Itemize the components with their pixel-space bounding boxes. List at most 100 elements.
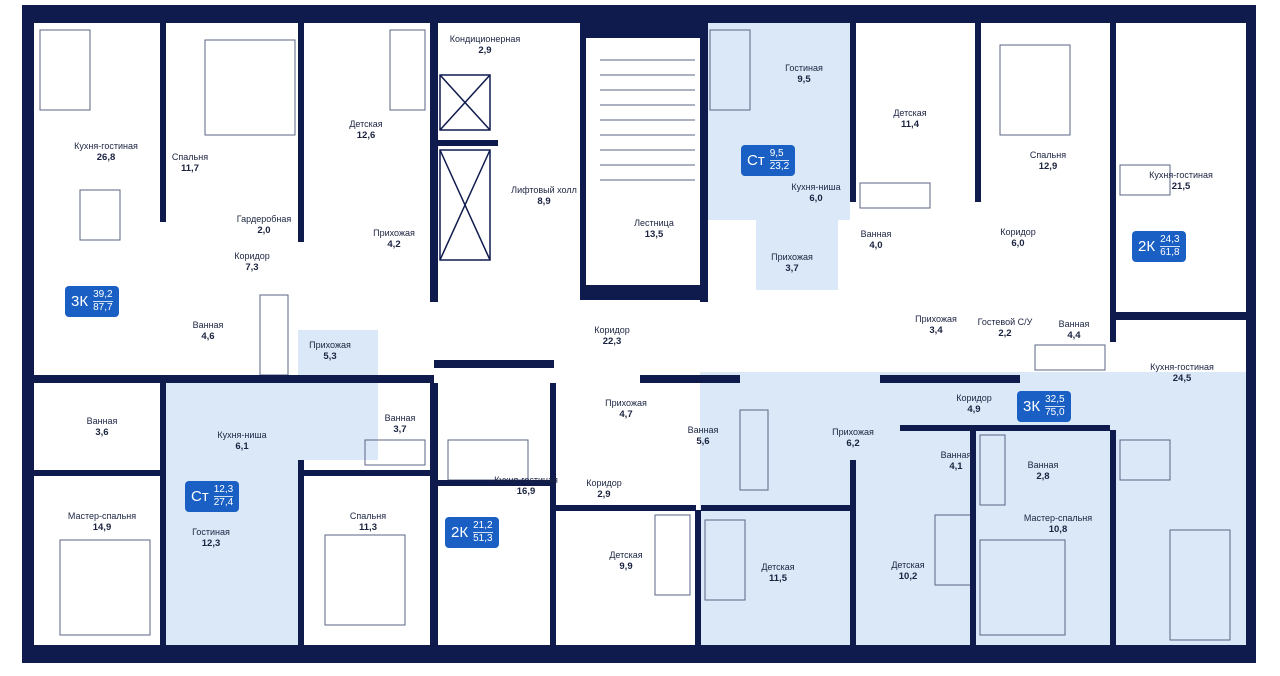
table-1	[79, 189, 121, 241]
table-4	[1119, 439, 1171, 481]
room-area: 21,5	[1171, 181, 1191, 192]
room-name: Детская	[893, 108, 927, 118]
wall-h10	[900, 425, 1110, 431]
room-name: Кухня-гостиная	[494, 475, 558, 485]
badge-total-area: 75,0	[1045, 407, 1065, 418]
room-name: Гардеробная	[236, 214, 292, 224]
wall-v4	[580, 22, 586, 300]
bed-7	[1169, 529, 1231, 641]
room-name: Лестница	[634, 218, 674, 228]
room-area: 4,1	[949, 461, 963, 472]
wall-h1	[34, 375, 184, 383]
room-name: Прихожая	[915, 314, 957, 324]
room-name: Детская	[761, 562, 795, 572]
room-area: 4,4	[1067, 330, 1081, 341]
bed-10	[654, 514, 691, 596]
furniture	[39, 29, 1231, 641]
badge-total-area: 51,3	[473, 533, 493, 544]
outer-wall-left	[22, 5, 34, 663]
room-name: Ванная	[1058, 319, 1090, 329]
room-area: 2,8	[1036, 471, 1050, 482]
room-name: Гостиная	[192, 527, 230, 537]
table-2	[1119, 164, 1171, 196]
wall-v3	[430, 22, 438, 302]
elevator-2-cross	[439, 149, 491, 261]
room-name: Спальня	[349, 511, 387, 521]
wall-h9	[701, 505, 851, 511]
bed-3	[999, 44, 1071, 136]
room-name: Гостиная	[785, 63, 823, 73]
outer-wall-bottom	[22, 645, 1256, 663]
room-name: Детская	[891, 560, 925, 570]
room-area: 10,2	[898, 571, 918, 582]
room-area: 8,9	[537, 196, 551, 207]
room-area: 6,1	[235, 441, 249, 452]
room-name: Детская	[609, 550, 643, 560]
walls	[22, 5, 1256, 663]
room-area: 5,6	[696, 436, 710, 447]
badge-type: Ст	[747, 152, 765, 169]
badge-living-area: 32,5	[1045, 394, 1065, 407]
wall-v2	[298, 22, 304, 242]
room-area: 11,7	[181, 163, 199, 174]
room-area: 3,4	[929, 325, 943, 336]
wall-h7	[438, 480, 550, 486]
badge-total-area: 61,8	[1160, 247, 1180, 258]
wall-h12	[34, 470, 160, 476]
room-name: Кухня-ниша	[791, 182, 841, 192]
room-name: Кухня-ниша	[217, 430, 267, 440]
room-area: 12,9	[1038, 161, 1058, 172]
room-name: Ванная	[940, 450, 972, 460]
room-area: 9,5	[797, 74, 811, 85]
room-area: 3,7	[785, 263, 799, 274]
studio-top-fill	[706, 22, 850, 220]
bathtub-4	[739, 409, 769, 491]
bathtub-3	[1034, 344, 1106, 371]
outer-wall-right	[1246, 5, 1256, 663]
room-name: Спальня	[171, 152, 209, 162]
elevator-2	[439, 149, 491, 261]
room-name: Коридор	[1000, 227, 1036, 237]
badge-total-area: 27,4	[213, 497, 234, 508]
wall-v8	[1110, 22, 1116, 342]
studio-bottom-hall-fill	[298, 330, 378, 460]
room-area: 4,7	[619, 409, 633, 420]
room-name: Прихожая	[373, 228, 415, 238]
room-name: Прихожая	[309, 340, 351, 350]
room-name: Коридор	[956, 393, 992, 403]
badge-living-area: 21,2	[473, 520, 493, 533]
room-area: 14,9	[92, 522, 112, 533]
wall-h5	[880, 375, 1020, 383]
room-area: 3,7	[393, 424, 407, 435]
room-area: 12,6	[356, 130, 376, 141]
room-name: Коридор	[594, 325, 630, 335]
studio-top-lower-fill	[756, 220, 838, 290]
badge-total-area: 87,7	[93, 302, 113, 313]
wall-h2	[184, 375, 434, 383]
